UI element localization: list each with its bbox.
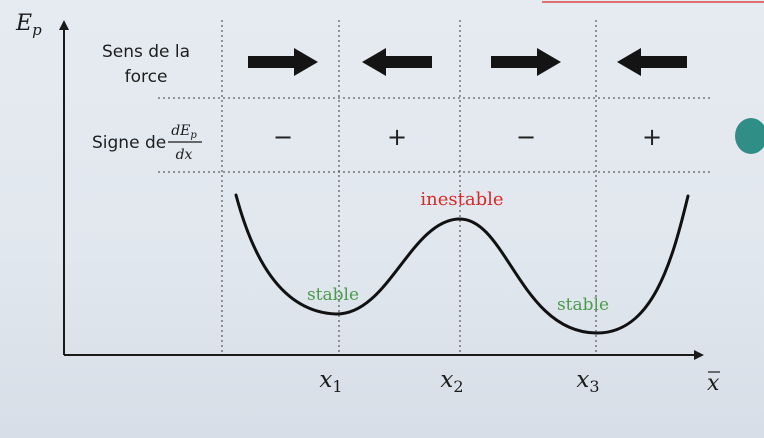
sign-symbols: − + − +	[273, 123, 662, 151]
y-axis-label: Ep	[15, 11, 42, 39]
position-label-x2: x2	[440, 367, 463, 396]
sign-symbol-4: +	[642, 123, 662, 151]
fraction-numerator: dEp	[171, 123, 197, 141]
force-row-label-line2: force	[125, 67, 168, 87]
potential-energy-curve	[234, 193, 690, 335]
position-label-x3: x3	[576, 367, 599, 396]
position-labels: x1 x2 x3	[319, 367, 599, 396]
force-arrow-left-2	[362, 48, 432, 76]
fraction-denominator: dx	[176, 147, 193, 163]
stable-label-right: stable	[557, 295, 609, 315]
teal-margin-dot	[735, 118, 764, 154]
sign-row-label: Signe de	[92, 133, 166, 153]
stable-label-left: stable	[307, 285, 359, 305]
sign-symbol-2: +	[387, 123, 407, 151]
force-arrow-right-3	[491, 48, 561, 76]
table-grid	[158, 20, 712, 355]
force-arrows	[248, 48, 687, 76]
force-arrow-left-4	[617, 48, 687, 76]
derivative-fraction: dEp dx	[168, 123, 202, 163]
sign-symbol-3: −	[516, 123, 536, 151]
force-row-label-line1: Sens de la	[102, 42, 190, 62]
x-axis-label: x	[707, 371, 720, 396]
force-arrow-right-1	[248, 48, 318, 76]
unstable-label: inestable	[420, 189, 503, 210]
sign-symbol-1: −	[273, 123, 293, 151]
position-label-x1: x1	[319, 367, 342, 396]
